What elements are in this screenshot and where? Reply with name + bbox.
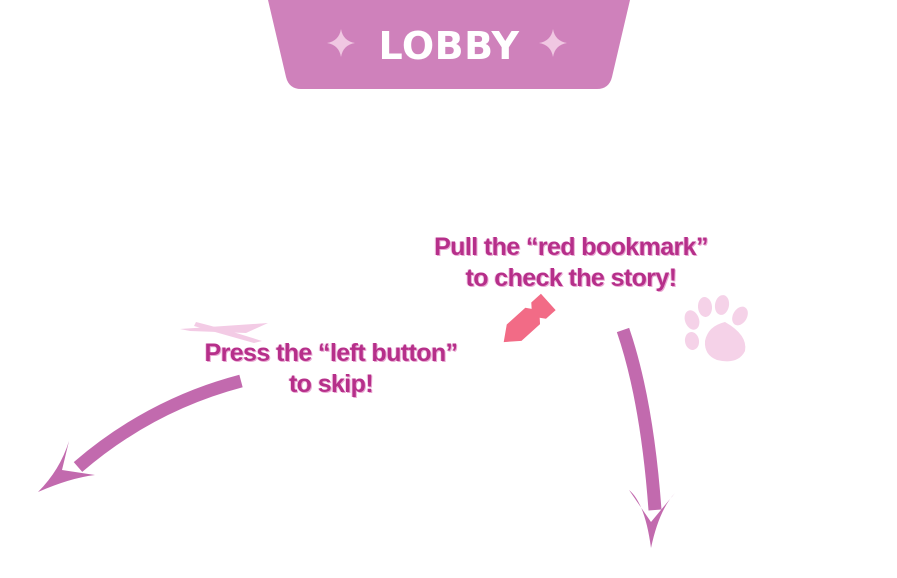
wind-streak-icon <box>180 322 268 343</box>
sparkle-icon <box>327 29 355 57</box>
sparkle-icon <box>539 29 567 57</box>
bookmark-hint-line2: to check the story! <box>465 264 677 292</box>
arrow-icon <box>616 327 675 548</box>
paw-icon <box>684 295 748 362</box>
skip-hint-line1: Press the “left button” <box>204 339 458 367</box>
skip-hint-line2: to skip! <box>288 370 374 398</box>
bookmark-hint: Pull the “red bookmark” to check the sto… <box>421 232 721 294</box>
page-title: LOBBY <box>378 24 520 68</box>
banner-shape <box>268 0 630 89</box>
bookmark-hint-line1: Pull the “red bookmark” <box>434 233 708 261</box>
skip-hint: Press the “left button” to skip! <box>196 338 466 400</box>
header-banner: LOBBY <box>268 0 630 89</box>
bookmark-icon <box>503 293 556 343</box>
arrow-icon <box>38 374 243 492</box>
